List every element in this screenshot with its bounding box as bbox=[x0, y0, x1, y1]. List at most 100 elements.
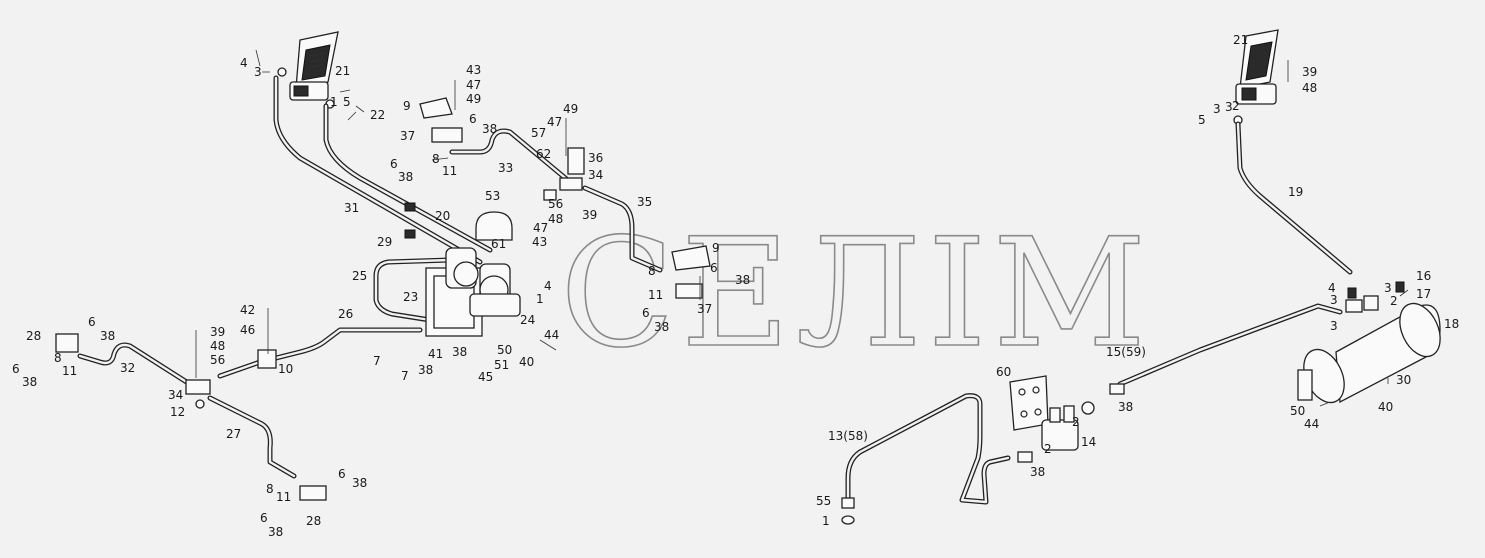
callout-label: 37 bbox=[697, 302, 712, 316]
callout-label: 38 bbox=[482, 122, 497, 136]
callout-label: 3 bbox=[254, 65, 262, 79]
callout-label: 43 bbox=[466, 63, 481, 77]
callout-label: 9 bbox=[403, 99, 411, 113]
callout-label: 30 bbox=[1396, 373, 1411, 387]
callout-label: 38 bbox=[398, 170, 413, 184]
callout-label: 38 bbox=[1118, 400, 1133, 414]
callout-label: 40 bbox=[1378, 400, 1393, 414]
callout-label: 34 bbox=[168, 388, 183, 402]
callout-label: 4 bbox=[544, 279, 552, 293]
callout-label: 23 bbox=[403, 290, 418, 304]
callout-label: 49 bbox=[563, 102, 578, 116]
callout-label: 18 bbox=[1444, 317, 1459, 331]
callout-label: 21 bbox=[335, 64, 350, 78]
callout-label: 53 bbox=[485, 189, 500, 203]
left-assembly bbox=[55, 31, 711, 501]
callout-label: 6 bbox=[710, 261, 718, 275]
callout-label: 49 bbox=[466, 92, 481, 106]
callout-label: 6 bbox=[642, 306, 650, 320]
callout-label: 11 bbox=[442, 164, 457, 178]
callout-label: 1 bbox=[330, 95, 338, 109]
callout-label: 15(59) bbox=[1106, 345, 1146, 359]
callout-label: 11 bbox=[62, 364, 77, 378]
callout-label: 3 bbox=[1330, 293, 1338, 307]
valve-cluster bbox=[425, 247, 521, 337]
callout-label: 6 bbox=[338, 467, 346, 481]
callout-label: 8 bbox=[432, 152, 440, 166]
callout-label: 5 bbox=[343, 95, 351, 109]
callout-label: 2 bbox=[1232, 99, 1240, 113]
callout-label: 9 bbox=[712, 241, 720, 255]
callout-label: 22 bbox=[370, 108, 385, 122]
callout-label: 6 bbox=[260, 511, 268, 525]
callout-label: 8 bbox=[648, 264, 656, 278]
callout-label: 39 bbox=[582, 208, 597, 222]
callout-label: 60 bbox=[996, 365, 1011, 379]
callout-label: 56 bbox=[548, 197, 563, 211]
leader-lines bbox=[195, 49, 1409, 407]
callout-label: 38 bbox=[452, 345, 467, 359]
callout-label: 48 bbox=[1302, 81, 1317, 95]
callout-label: 42 bbox=[240, 303, 255, 317]
callout-label: 57 bbox=[531, 126, 546, 140]
callout-label: 25 bbox=[352, 269, 367, 283]
callout-label: 2 bbox=[1390, 294, 1398, 308]
callout-label: 56 bbox=[210, 353, 225, 367]
callout-label: 3 bbox=[1330, 319, 1338, 333]
callout-label: 47 bbox=[466, 78, 481, 92]
callout-label: 61 bbox=[491, 237, 506, 251]
callout-label: 38 bbox=[352, 476, 367, 490]
callout-label: 41 bbox=[428, 347, 443, 361]
callout-label: 6 bbox=[88, 315, 96, 329]
callout-label: 31 bbox=[344, 201, 359, 215]
callout-label: 51 bbox=[494, 358, 509, 372]
callout-label: 38 bbox=[1030, 465, 1045, 479]
callout-label: 4 bbox=[240, 56, 248, 70]
callout-label: 36 bbox=[588, 151, 603, 165]
callout-label: 7 bbox=[373, 354, 381, 368]
right-assembly bbox=[841, 29, 1441, 525]
callout-label: 8 bbox=[54, 351, 62, 365]
callout-label: 50 bbox=[1290, 404, 1305, 418]
callout-label: 8 bbox=[266, 482, 274, 496]
callout-label: 16 bbox=[1416, 269, 1431, 283]
callout-label: 39 bbox=[210, 325, 225, 339]
callout-label: 38 bbox=[735, 273, 750, 287]
callout-label: 14 bbox=[1081, 435, 1096, 449]
callout-label: 48 bbox=[210, 339, 225, 353]
callout-label: 47 bbox=[547, 115, 562, 129]
callout-label: 43 bbox=[532, 235, 547, 249]
callout-label: 44 bbox=[544, 328, 559, 342]
callout-label: 12 bbox=[170, 405, 185, 419]
callout-label: 17 bbox=[1416, 287, 1431, 301]
callout-label: 39 bbox=[1302, 65, 1317, 79]
callout-label: 6 bbox=[390, 157, 398, 171]
callout-label: 47 bbox=[533, 221, 548, 235]
callout-label: 7 bbox=[401, 369, 409, 383]
callout-label: 3 bbox=[1384, 281, 1392, 295]
callout-label: 2 bbox=[1072, 415, 1080, 429]
callout-label: 2 bbox=[1044, 442, 1052, 456]
callout-label: 24 bbox=[520, 313, 535, 327]
callout-label: 38 bbox=[654, 320, 669, 334]
callout-label: 44 bbox=[1304, 417, 1319, 431]
callout-label: 45 bbox=[478, 370, 493, 384]
callout-label: 29 bbox=[377, 235, 392, 249]
callout-label: 21 bbox=[1233, 33, 1248, 47]
callout-label: 28 bbox=[306, 514, 321, 528]
callout-label: 11 bbox=[648, 288, 663, 302]
callout-label: 26 bbox=[338, 307, 353, 321]
callout-label: 37 bbox=[400, 129, 415, 143]
callout-label: 40 bbox=[519, 355, 534, 369]
callout-label: 35 bbox=[637, 195, 652, 209]
callout-label: 13(58) bbox=[828, 429, 868, 443]
callout-label: 6 bbox=[12, 362, 20, 376]
callout-label: 55 bbox=[816, 494, 831, 508]
callout-label: 1 bbox=[536, 292, 544, 306]
callout-label: 27 bbox=[226, 427, 241, 441]
callout-label: 28 bbox=[26, 329, 41, 343]
callout-label: 19 bbox=[1288, 185, 1303, 199]
callout-label: 4 bbox=[1328, 281, 1336, 295]
callout-label: 20 bbox=[435, 209, 450, 223]
